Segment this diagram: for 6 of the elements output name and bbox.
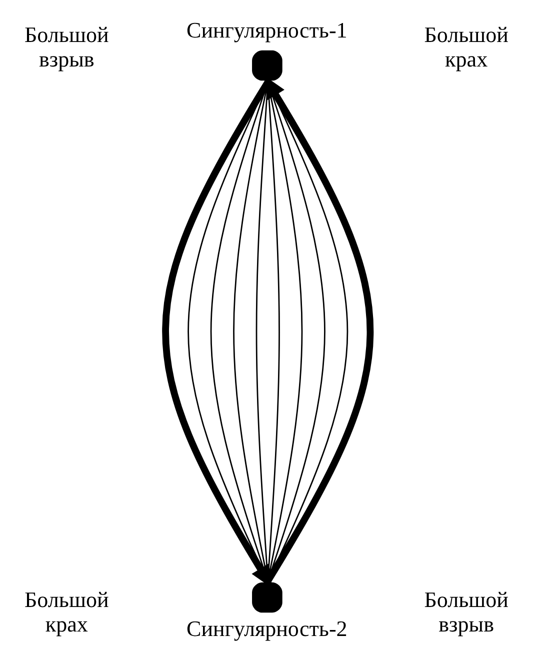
label: Большой взрыв xyxy=(424,586,508,637)
node-label: Сингулярность-2 xyxy=(186,616,348,641)
label: Большой крах xyxy=(24,586,109,637)
label: Большой взрыв xyxy=(24,22,109,72)
label: Большой крах xyxy=(424,22,508,72)
node-label: Сингулярность-1 xyxy=(186,18,348,43)
